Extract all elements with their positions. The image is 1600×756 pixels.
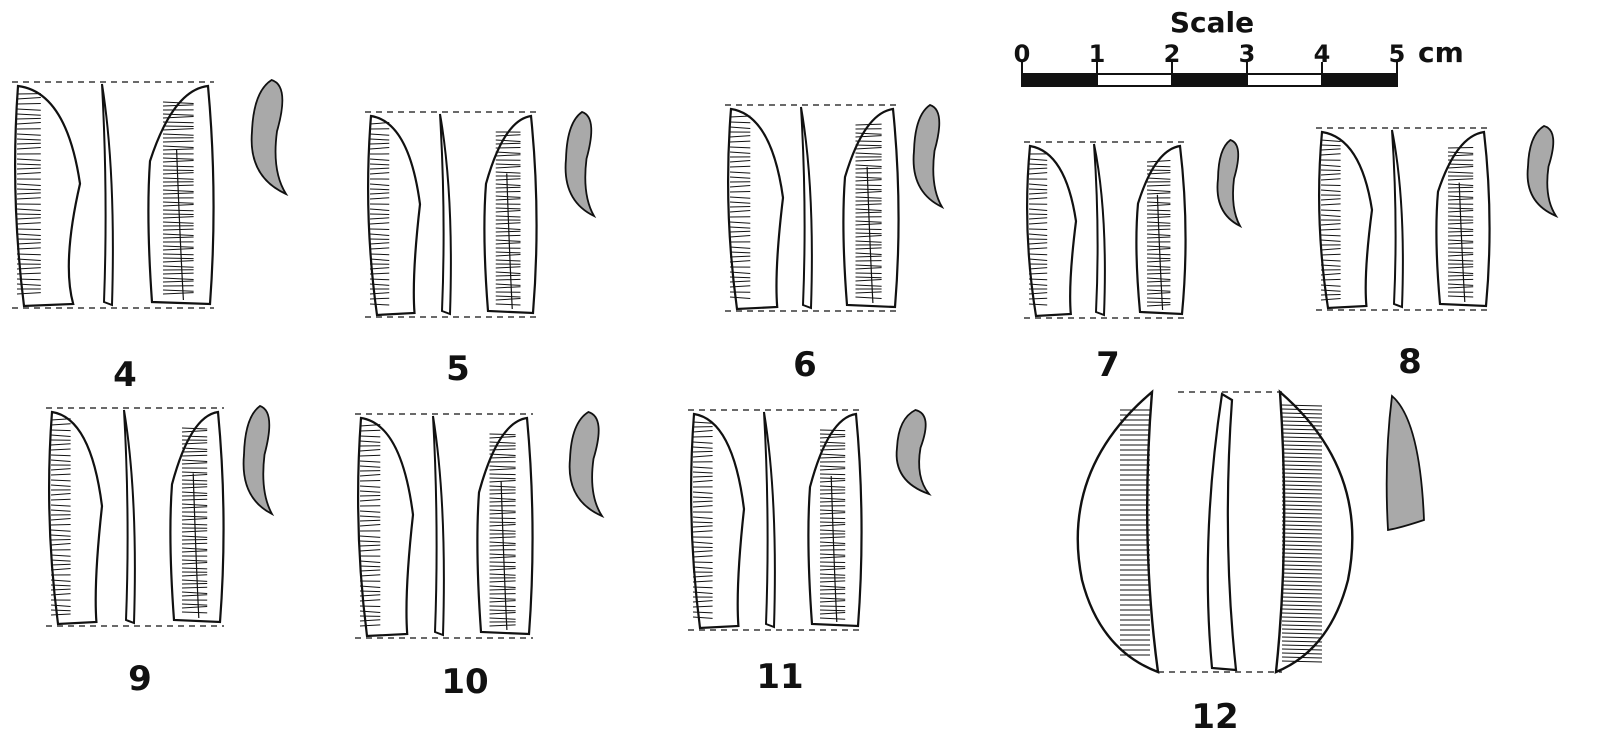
profile-view [1206, 392, 1238, 672]
ridge-line [1156, 194, 1164, 311]
scale-segment [1171, 73, 1248, 87]
retouch-hatching [692, 421, 713, 619]
scale-tick-1: 1 [1088, 40, 1106, 68]
retouch-hatching [369, 122, 390, 306]
scale-title: Scale [1169, 6, 1255, 39]
cross-section [1526, 125, 1559, 218]
scale-unit: cm [1418, 36, 1464, 69]
cross-section [250, 79, 289, 197]
profile-view [1093, 143, 1106, 317]
scale-tick-0: 0 [1013, 40, 1031, 68]
profile-view [763, 411, 776, 629]
scale-segment [1021, 73, 1098, 87]
scale-tick-5: 5 [1388, 40, 1406, 68]
dorsal-view [48, 410, 104, 626]
dorsal-view [14, 84, 82, 308]
figure-number-11: 11 [756, 657, 804, 697]
retouch-hatching [359, 424, 381, 627]
scale-segment [1321, 73, 1398, 87]
ridge-line [500, 481, 508, 631]
scale-tick-4: 4 [1313, 40, 1331, 68]
retouch-hatching [729, 115, 751, 299]
dorsal-view [1317, 130, 1374, 310]
artifact-10 [355, 411, 605, 639]
cross-section [564, 111, 597, 219]
retouch-hatching [1028, 153, 1048, 306]
dorsal-view [1025, 144, 1078, 318]
scale-bar [1021, 62, 1398, 87]
figure-number-6: 6 [793, 345, 817, 385]
cross-section [912, 104, 945, 210]
figure-number-4: 4 [113, 355, 137, 395]
ventral-view [842, 107, 900, 309]
artifact-8 [1316, 125, 1559, 311]
artifact-6 [725, 104, 945, 312]
artifact-4 [12, 79, 289, 309]
figure-number-8: 8 [1398, 342, 1422, 382]
cross-section [895, 409, 932, 496]
retouch-hatching [1120, 409, 1150, 656]
ventral-view [147, 84, 215, 306]
retouch-hatching [1320, 139, 1341, 301]
profile-view [1391, 129, 1404, 309]
cross-section [242, 404, 275, 517]
figure-number-10: 10 [441, 662, 489, 702]
scale-tick-3: 3 [1238, 40, 1256, 68]
artifact-11 [688, 409, 932, 631]
profile-view [800, 106, 813, 310]
profile-view [439, 113, 452, 316]
ridge-line [866, 166, 874, 304]
ventral-view [1135, 144, 1187, 316]
retouch-hatching [1281, 404, 1323, 663]
scale-segment [1246, 73, 1323, 87]
profile-view [432, 415, 445, 637]
cross-section [568, 411, 605, 519]
figure-number-7: 7 [1096, 345, 1120, 385]
artifact-5 [365, 111, 597, 318]
ridge-line [1458, 182, 1466, 303]
ridge-line [830, 475, 838, 623]
figure-number-9: 9 [128, 659, 152, 699]
profile-view [123, 409, 136, 625]
artifact-7 [1024, 139, 1243, 319]
cross-section [1216, 139, 1243, 229]
retouch-hatching [16, 93, 41, 295]
scale-segment [1096, 73, 1173, 87]
cross-section [1385, 394, 1425, 532]
ridge-line [192, 473, 200, 619]
dorsal-view [367, 114, 422, 317]
retouch-hatching [50, 418, 71, 616]
ventral-view [807, 412, 863, 628]
artifact-9 [46, 404, 275, 627]
dorsal-view [1076, 389, 1160, 674]
profile-view [101, 83, 114, 307]
scale-tick-2: 2 [1163, 40, 1181, 68]
figure-number-12: 12 [1191, 697, 1239, 737]
figure-number-5: 5 [446, 349, 470, 389]
artifact-12 [1076, 389, 1425, 674]
dorsal-view [690, 412, 746, 630]
ridge-line [176, 149, 184, 301]
ridge-line [506, 173, 513, 310]
dorsal-view [727, 107, 785, 311]
